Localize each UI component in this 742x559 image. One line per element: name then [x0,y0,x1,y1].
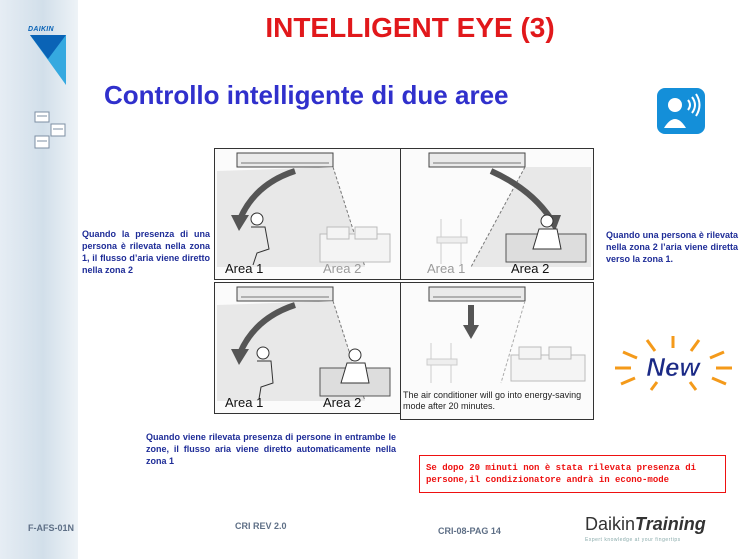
daikin-training-brand: DaikinTraining [585,514,706,535]
new-badge-icon: New [615,336,732,391]
area2-label: Area 2 [323,261,362,276]
daikin-logo-text: DAIKIN [28,26,54,33]
brand-normal: Daikin [585,514,636,534]
page-subtitle: Controllo intelligente di due aree [104,80,509,110]
footer-page: CRI-08-PAG 14 [438,526,501,536]
area2-label: Area 2 [511,261,550,276]
brand-emphasis: Training [635,514,706,534]
page-title: INTELLIGENT EYE (3) [265,12,555,43]
scene-both-areas-occupied: Area 1 Area 2 [214,282,402,414]
area1-label: Area 1 [225,395,264,410]
daikin-logo [30,35,66,85]
sidebar-background [0,0,78,559]
scene-no-occupant: The air conditioner will go into energy-… [400,282,594,420]
econo-mode-box: Se dopo 20 minuti non è stata rilevata p… [419,455,726,493]
footer-code: F-AFS-01N [28,523,75,533]
scene-area1-occupied: Area 1 Area 2 [214,148,402,280]
new-badge-label: New [646,352,701,382]
brand-tagline: Expert knowledge at your fingertips [585,537,681,543]
energy-saving-note: The air conditioner will go into energy-… [403,390,582,411]
zone1-description: Quando la presenza di una persona è rile… [82,229,210,275]
area1-label: Area 1 [225,261,264,276]
footer-revision: CRI REV 2.0 [235,521,287,531]
person-sensor-icon [657,88,705,134]
document-icon [34,111,66,149]
area1-label: Area 1 [427,261,466,276]
both-zones-description: Quando viene rilevata presenza di person… [146,432,396,466]
zone2-description: Quando una persona è rilevata nella zona… [606,230,738,264]
area2-label: Area 2 [323,395,362,410]
econo-mode-text: Se dopo 20 minuti non è stata rilevata p… [426,463,697,485]
scene-area2-occupied: Area 1 Area 2 [400,148,594,280]
